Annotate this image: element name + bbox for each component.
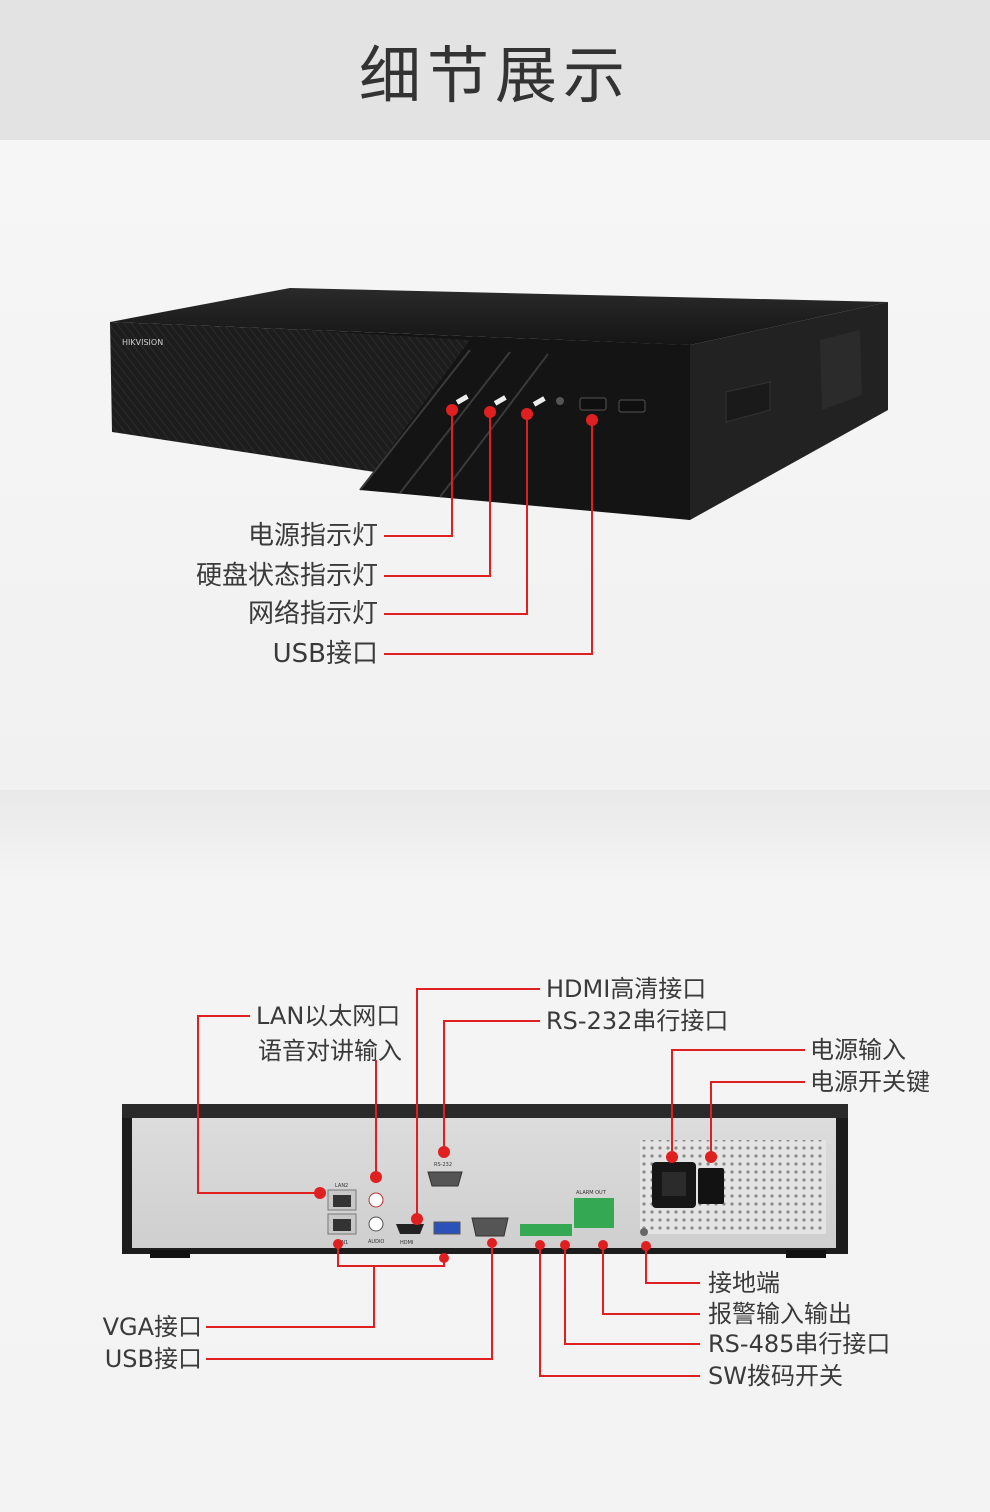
- label-audio: 语音对讲输入: [258, 1037, 402, 1065]
- front-dots: [446, 404, 598, 426]
- label-power-input: 电源输入: [810, 1036, 906, 1064]
- rear-dots: [314, 1146, 717, 1263]
- rear-device: LAN2 LAN1 AUDIO HDMI RS-232 ALARM OUT: [122, 1104, 848, 1258]
- label-vga: VGA接口: [102, 1313, 202, 1341]
- label-rear-usb: USB接口: [104, 1345, 202, 1373]
- label-power-switch: 电源开关键: [810, 1068, 930, 1096]
- front-device: HIKVISION: [110, 288, 888, 520]
- front-leaders: [384, 410, 593, 655]
- label-network-led: 网络指示灯: [247, 599, 378, 629]
- label-lan: LAN以太网口: [256, 1002, 401, 1030]
- rs232-port-label: RS-232: [434, 1162, 452, 1168]
- label-front-usb: USB接口: [272, 639, 378, 669]
- page-header: 细节展示: [0, 0, 990, 140]
- audio-port-label: AUDIO: [368, 1239, 384, 1245]
- hdmi-port-label: HDMI: [400, 1240, 413, 1246]
- label-hdmi: HDMI高清接口: [546, 975, 707, 1003]
- alarm-out-port-label: ALARM OUT: [576, 1190, 607, 1196]
- label-rs485: RS-485串行接口: [708, 1330, 891, 1358]
- label-ground: 接地端: [708, 1269, 780, 1297]
- page-title: 细节展示: [358, 39, 631, 112]
- label-power-led: 电源指示灯: [247, 521, 378, 551]
- label-alarm-io: 报警输入输出: [708, 1300, 852, 1328]
- brand-logo: HIKVISION: [122, 338, 163, 347]
- label-sw-dip: SW拨码开关: [708, 1362, 843, 1390]
- label-rs232: RS-232串行接口: [546, 1007, 729, 1035]
- lan2-port-label: LAN2: [335, 1183, 348, 1189]
- rear-leaders: [197, 988, 805, 1377]
- label-hdd-led: 硬盘状态指示灯: [195, 561, 378, 591]
